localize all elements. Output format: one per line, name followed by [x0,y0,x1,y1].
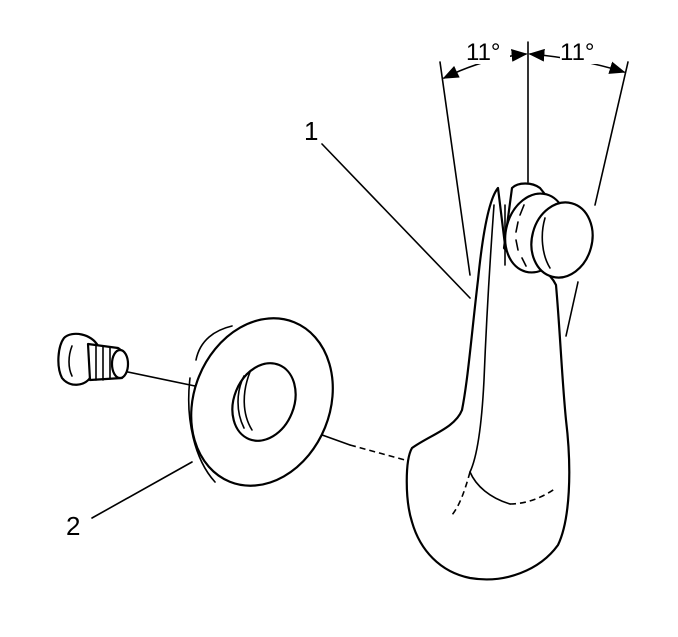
leader-line-1 [321,143,471,299]
angle-reference-lines [439,41,629,337]
knob-face [530,201,594,279]
callout-2: 2 [66,461,193,541]
screw [57,332,130,386]
right-angle-line-upper [594,61,629,206]
angle-label-right: 11° [560,39,595,66]
leader-line-2 [91,461,193,519]
right-angle-line-lower [565,281,579,337]
callout-label-1: 1 [304,116,318,146]
angle-label-left: 11° [466,39,501,66]
callout-1: 1 [304,116,471,299]
left-angle-line [439,61,471,276]
crank-handle [405,182,594,581]
washer [187,317,334,487]
callout-label-2: 2 [66,511,80,541]
